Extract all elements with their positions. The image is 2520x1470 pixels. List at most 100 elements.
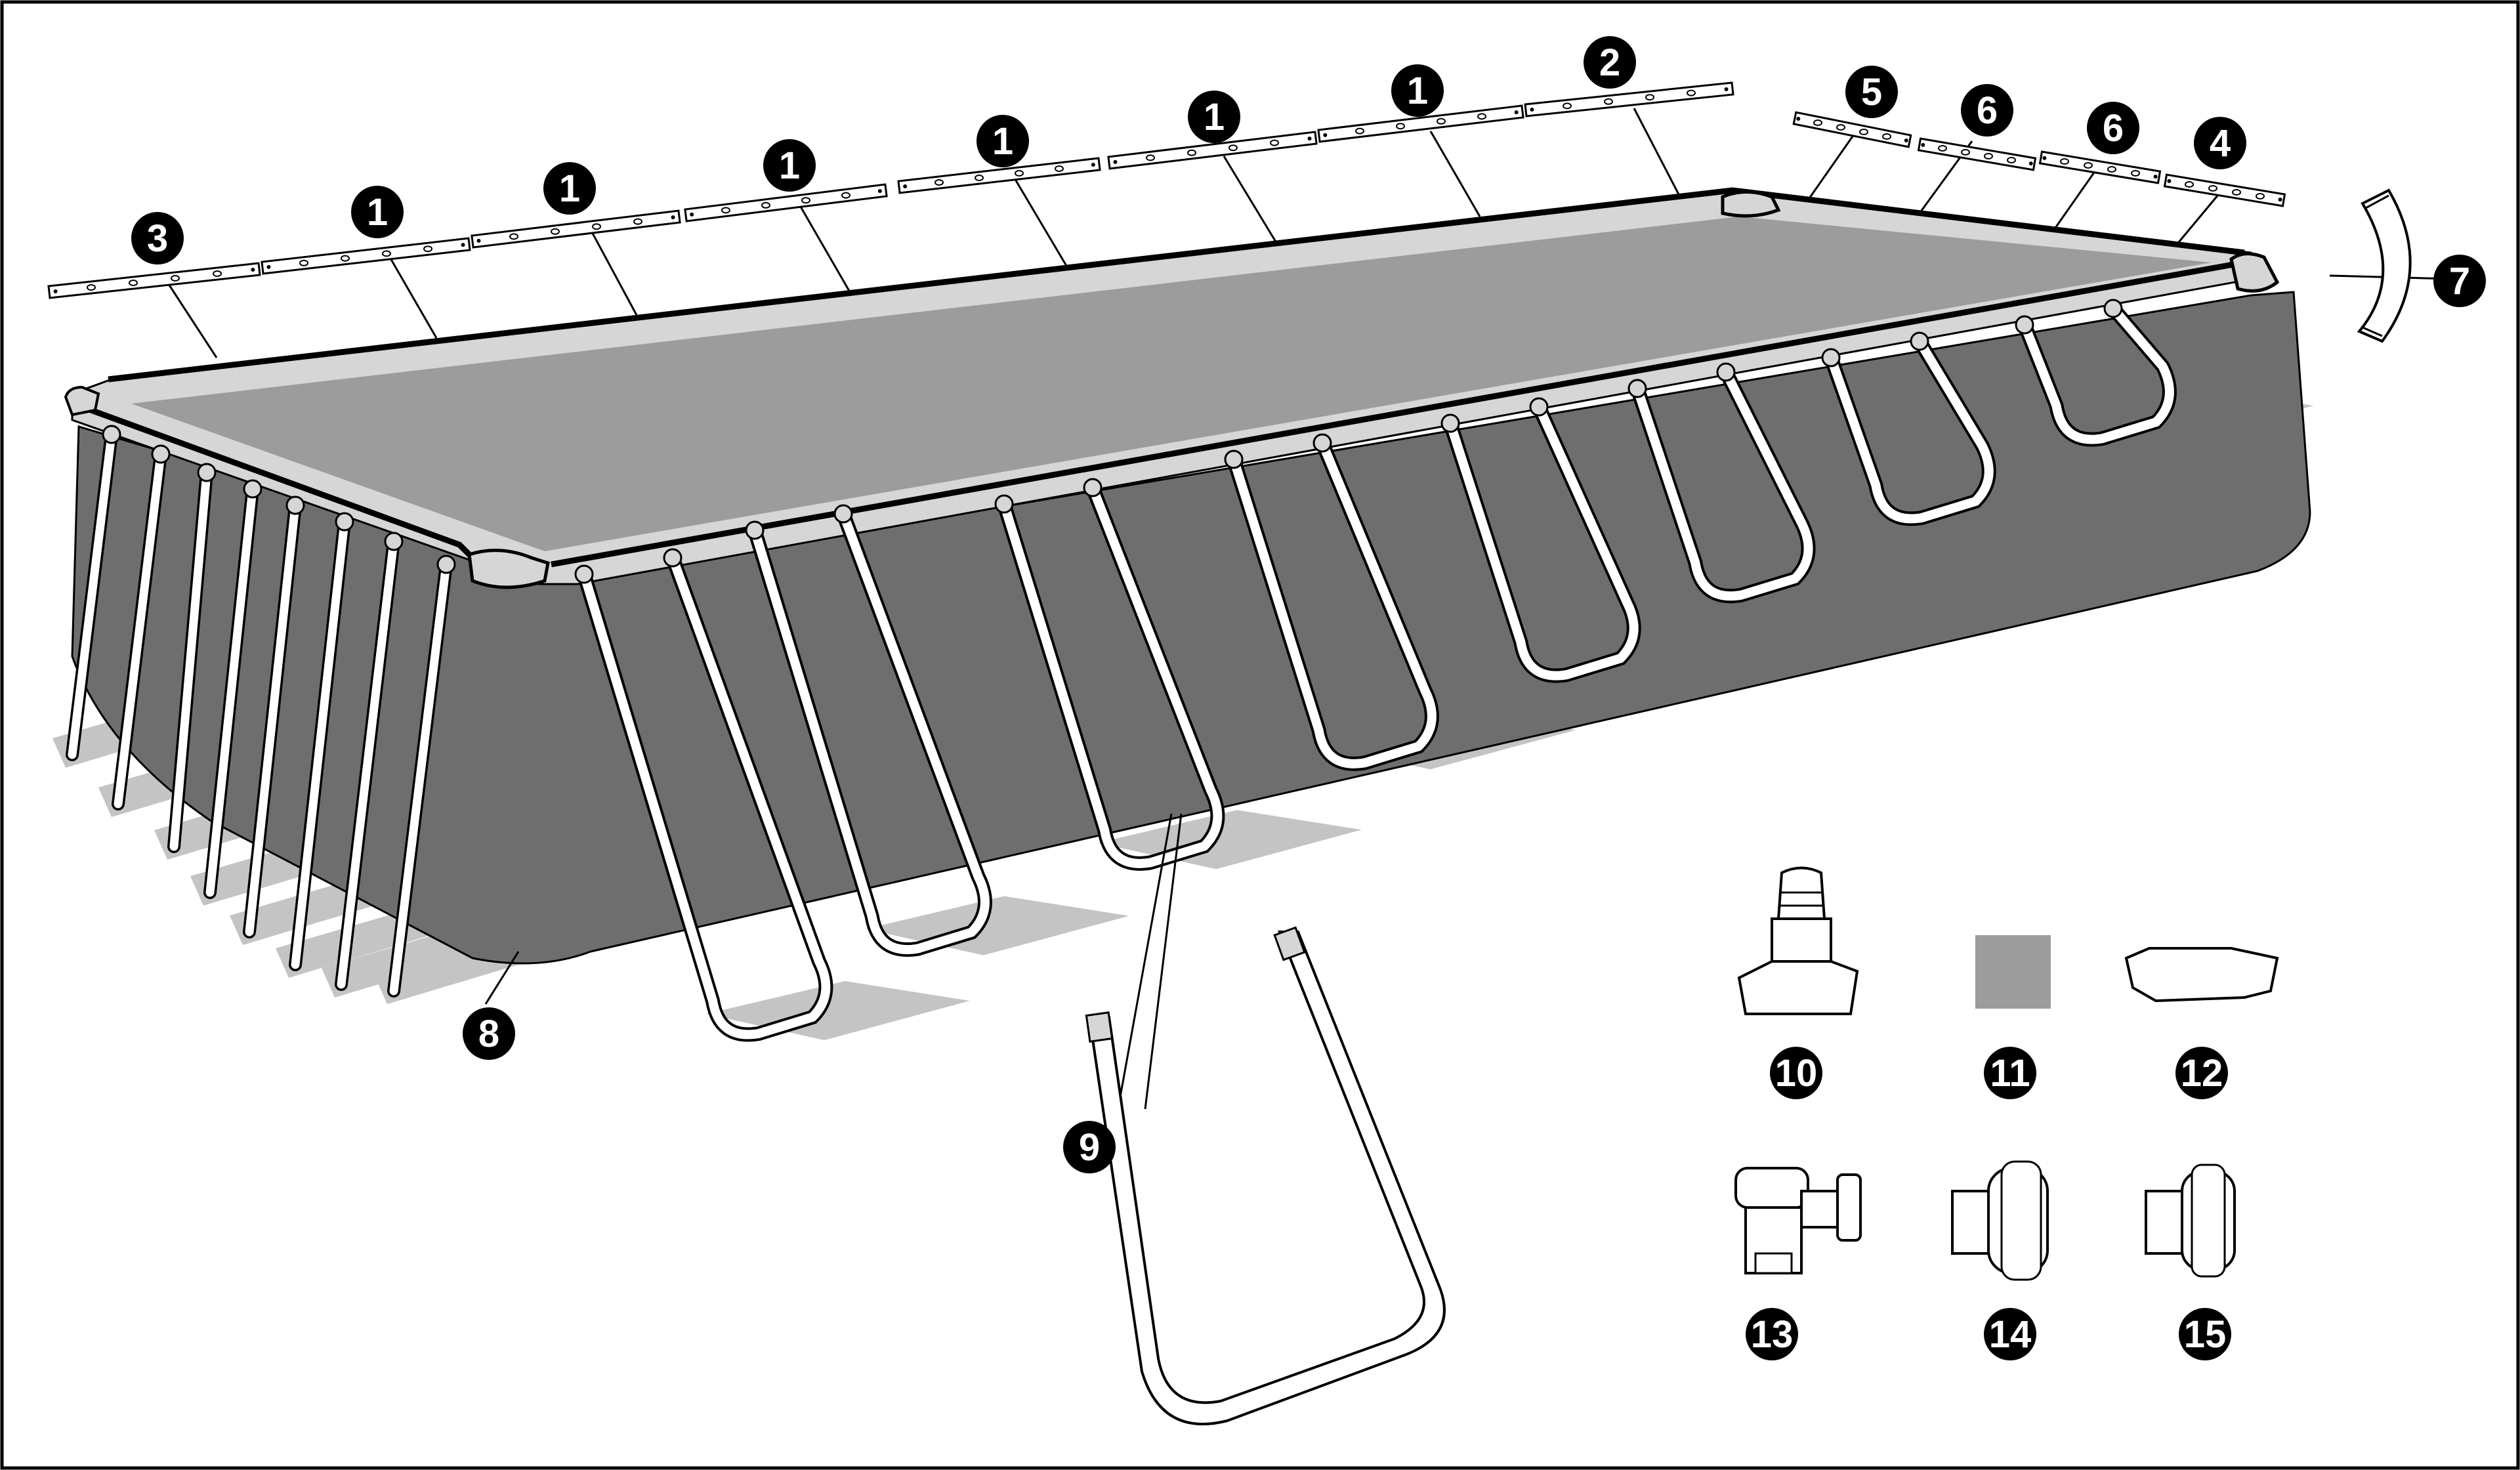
callout-circle (1391, 64, 1444, 117)
u-leg (574, 548, 833, 1042)
beam-hole (1355, 127, 1364, 135)
beam-body (2163, 173, 2286, 207)
beam-hole (1645, 94, 1654, 101)
callout-5: 5 (1845, 66, 1898, 118)
callout-label: 9 (1079, 1126, 1100, 1169)
elbow-end-line (2364, 194, 2389, 210)
beam-body (471, 209, 681, 249)
beam-body (1524, 81, 1734, 117)
beam-hole (1228, 144, 1238, 152)
leg-tube (750, 509, 990, 954)
callout-label: 15 (2184, 1313, 2227, 1356)
beam-hole (975, 175, 984, 181)
callout-2: 2 (1584, 36, 1636, 89)
u-leg (1628, 362, 1816, 604)
pool-body (64, 187, 2311, 965)
rail-beam (684, 183, 888, 222)
callout-4: 4 (2194, 117, 2246, 169)
u-leg (387, 555, 456, 998)
beam-hole (1437, 117, 1446, 125)
callout-circle (2433, 255, 2486, 307)
rail-beam (2038, 150, 2162, 184)
leg-tube (245, 501, 300, 936)
plunger-valve-icon (1734, 1167, 1862, 1274)
callout-label: 1 (1204, 96, 1225, 138)
leg-cap (102, 425, 121, 444)
water-surface (131, 217, 2212, 551)
repair-patch-icon (1975, 935, 2051, 1009)
beam-hole (509, 233, 518, 240)
callout-circle (1584, 36, 1636, 89)
strainer-cap-icon (2124, 947, 2279, 1003)
leg-cap (2015, 315, 2034, 335)
u-leg (289, 512, 354, 971)
callout-12: 12 (2175, 1047, 2228, 1099)
leg-cap (1716, 362, 1736, 382)
callout-label: 13 (1751, 1313, 1794, 1356)
u-leg (1821, 331, 1996, 526)
callout-9: 9 (1063, 1121, 1116, 1173)
callout-label: 3 (147, 217, 168, 260)
beam-hole (2084, 162, 2093, 169)
callout-15: 15 (2179, 1308, 2231, 1360)
beam-body (684, 183, 888, 222)
beam-pin (1530, 108, 1534, 112)
leader-line (1633, 108, 1681, 198)
callout-1: 1 (1391, 64, 1444, 117)
callout-label: 2 (1599, 41, 1620, 84)
u-leg (203, 479, 262, 899)
corner-joint-front (467, 549, 550, 589)
inlet-strainer-icon (1951, 1160, 2049, 1281)
beam-hole (2007, 157, 2016, 163)
corner-joint-left (64, 385, 100, 417)
beam-pin (903, 184, 908, 188)
beam-pin (2042, 156, 2047, 160)
beam-hole (592, 223, 601, 230)
rail-beam (2163, 173, 2286, 207)
beam-hole (761, 201, 770, 209)
beam-pin (1724, 87, 1729, 91)
callout-1: 1 (976, 115, 1029, 167)
rail-beam (1317, 104, 1524, 143)
beam-hole (801, 197, 810, 204)
leg-cap (285, 495, 305, 515)
callout-13: 13 (1746, 1308, 1798, 1360)
beam-pin (476, 238, 481, 243)
u-leg (167, 463, 217, 853)
beam-hole (1882, 133, 1891, 140)
outlet-strainer-icon (2145, 1164, 2236, 1278)
beam-hole (934, 179, 944, 186)
beam-body (897, 157, 1101, 194)
callout-label: 12 (2181, 1052, 2223, 1095)
beam-hole (341, 255, 350, 262)
leg-cap (1821, 348, 1841, 368)
callout-label: 1 (367, 191, 388, 234)
beam-hole (129, 280, 138, 286)
callout-circle (131, 212, 184, 264)
leg-cap (384, 532, 404, 551)
callout-circle (1984, 1308, 2036, 1360)
callout-3: 3 (131, 212, 184, 264)
leader-line (386, 252, 438, 339)
u-leg (1440, 397, 1641, 683)
beam-hole (1984, 153, 1993, 159)
beam-hole (1859, 129, 1868, 135)
callout-label: 7 (2449, 260, 2470, 303)
corner-joint-right (2229, 252, 2280, 293)
rail-beam (1524, 81, 1734, 117)
beam-pin (53, 289, 58, 293)
callout-circle (1770, 1047, 1822, 1099)
callout-7: 7 (2433, 255, 2486, 307)
leader-line (1013, 177, 1068, 266)
callout-circle (543, 162, 596, 215)
callout-label: 8 (478, 1013, 499, 1055)
beam-hole (1146, 154, 1155, 161)
callout-circle (2179, 1308, 2231, 1360)
beam-hole (2060, 158, 2069, 165)
beam-pin (2028, 161, 2033, 166)
beam-body (1317, 104, 1524, 143)
beam-hole (1015, 170, 1024, 177)
leg-cap (1628, 379, 1647, 398)
leg-cap (243, 479, 262, 499)
